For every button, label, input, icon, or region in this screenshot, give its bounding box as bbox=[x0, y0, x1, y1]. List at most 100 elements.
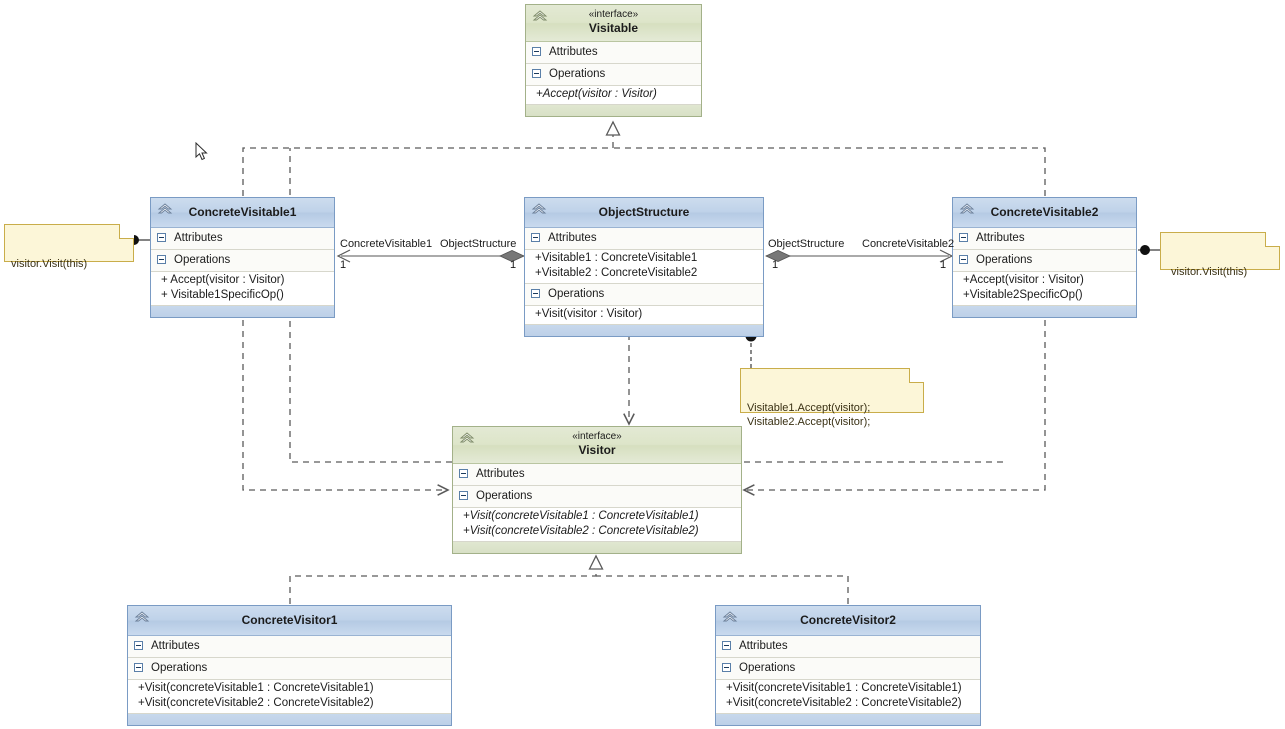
operations-list: +Visit(concreteVisitable1 : ConcreteVisi… bbox=[453, 508, 741, 542]
class-name: ObjectStructure bbox=[598, 205, 690, 219]
operation-item: +Visit(concreteVisitable1 : ConcreteVisi… bbox=[726, 682, 962, 694]
class-name: Visitor bbox=[578, 443, 616, 457]
class-footer bbox=[453, 542, 741, 553]
collapse-box-icon[interactable] bbox=[531, 233, 540, 242]
attributes-section[interactable]: Attributes bbox=[453, 464, 741, 486]
note-right[interactable]: visitor.Visit(this) bbox=[1160, 232, 1280, 278]
attributes-label: Attributes bbox=[151, 640, 200, 652]
operations-section[interactable]: Operations bbox=[128, 658, 451, 680]
class-concrete-visitable-1[interactable]: ConcreteVisitable1 Attributes Operations… bbox=[150, 197, 335, 318]
operation-item: +Visit(concreteVisitable2 : ConcreteVisi… bbox=[726, 697, 962, 709]
collapse-chevron-icon[interactable] bbox=[134, 609, 150, 625]
operations-label: Operations bbox=[476, 490, 533, 502]
note-fold-corner-icon bbox=[1265, 232, 1280, 247]
collapse-box-icon[interactable] bbox=[722, 641, 731, 650]
class-concrete-visitor-2[interactable]: ConcreteVisitor2 Attributes Operations +… bbox=[715, 605, 981, 726]
attributes-label: Attributes bbox=[476, 468, 525, 480]
collapse-box-icon[interactable] bbox=[157, 233, 166, 242]
note-left[interactable]: visitor.Visit(this) bbox=[4, 224, 134, 270]
operations-section[interactable]: Operations bbox=[526, 64, 701, 86]
class-stereotype: «interface» bbox=[588, 9, 639, 20]
assoc-left-source-label: ConcreteVisitable1 bbox=[340, 238, 433, 250]
class-name: ConcreteVisitable1 bbox=[188, 205, 297, 219]
assoc-left-target-label: ObjectStructure bbox=[440, 238, 517, 250]
mouse-cursor-icon bbox=[195, 141, 209, 162]
collapse-chevron-icon[interactable] bbox=[532, 8, 548, 24]
collapse-box-icon[interactable] bbox=[531, 289, 540, 298]
class-header: «interface» Visitable bbox=[526, 5, 701, 42]
realization-visitor2-visitor bbox=[596, 575, 849, 604]
attributes-section[interactable]: Attributes bbox=[525, 228, 763, 250]
class-visitable[interactable]: «interface» Visitable Attributes Operati… bbox=[525, 4, 702, 117]
attributes-section[interactable]: Attributes bbox=[716, 636, 980, 658]
operations-label: Operations bbox=[548, 288, 605, 300]
assoc-left-target-mult: 1 bbox=[510, 259, 517, 271]
collapse-chevron-icon[interactable] bbox=[459, 430, 475, 446]
operations-section[interactable]: Operations bbox=[525, 284, 763, 306]
class-header: ConcreteVisitable1 bbox=[151, 198, 334, 228]
dependency-cv1-visitor bbox=[242, 320, 450, 496]
operation-item: +Visit(concreteVisitable2 : ConcreteVisi… bbox=[138, 697, 374, 709]
operation-item: +Visit(visitor : Visitor) bbox=[535, 308, 643, 320]
note-text: visitor.Visit(this) bbox=[11, 258, 88, 270]
association-objectstructure-cv2 bbox=[765, 249, 954, 263]
attributes-section[interactable]: Attributes bbox=[526, 42, 701, 64]
class-visitor[interactable]: «interface» Visitor Attributes Operation… bbox=[452, 426, 742, 554]
assoc-right-target-label: ConcreteVisitable2 bbox=[862, 238, 955, 250]
operations-section[interactable]: Operations bbox=[953, 250, 1136, 272]
collapse-box-icon[interactable] bbox=[722, 663, 731, 672]
assoc-right-source-mult: 1 bbox=[772, 259, 779, 271]
operations-section[interactable]: Operations bbox=[453, 486, 741, 508]
collapse-chevron-icon[interactable] bbox=[722, 609, 738, 625]
collapse-box-icon[interactable] bbox=[959, 255, 968, 264]
attributes-list: +Visitable1 : ConcreteVisitable1 +Visita… bbox=[525, 250, 763, 284]
class-concrete-visitor-1[interactable]: ConcreteVisitor1 Attributes Operations +… bbox=[127, 605, 452, 726]
operations-label: Operations bbox=[549, 68, 606, 80]
attributes-label: Attributes bbox=[549, 46, 598, 58]
collapse-box-icon[interactable] bbox=[134, 641, 143, 650]
class-object-structure[interactable]: ObjectStructure Attributes +Visitable1 :… bbox=[524, 197, 764, 337]
class-header: ObjectStructure bbox=[525, 198, 763, 228]
attributes-section[interactable]: Attributes bbox=[128, 636, 451, 658]
collapse-box-icon[interactable] bbox=[157, 255, 166, 264]
operation-item: +Visit(concreteVisitable1 : ConcreteVisi… bbox=[138, 682, 374, 694]
collapse-chevron-icon[interactable] bbox=[531, 201, 547, 217]
class-concrete-visitable-2[interactable]: ConcreteVisitable2 Attributes Operations… bbox=[952, 197, 1137, 318]
class-name: ConcreteVisitor1 bbox=[241, 613, 338, 627]
collapse-chevron-icon[interactable] bbox=[959, 201, 975, 217]
operations-section[interactable]: Operations bbox=[716, 658, 980, 680]
collapse-box-icon[interactable] bbox=[532, 69, 541, 78]
note-fold-corner-icon bbox=[119, 224, 134, 239]
class-name: Visitable bbox=[588, 21, 639, 35]
class-name: ConcreteVisitor2 bbox=[800, 613, 896, 627]
class-footer bbox=[953, 306, 1136, 317]
attribute-item: +Visitable1 : ConcreteVisitable1 bbox=[535, 252, 698, 264]
collapse-box-icon[interactable] bbox=[134, 663, 143, 672]
note-center[interactable]: Visitable1.Accept(visitor); Visitable2.A… bbox=[740, 368, 924, 428]
operation-item: +Visitable2SpecificOp() bbox=[963, 289, 1083, 301]
collapse-box-icon[interactable] bbox=[959, 233, 968, 242]
operations-section[interactable]: Operations bbox=[151, 250, 334, 272]
attributes-label: Attributes bbox=[976, 232, 1025, 244]
operations-list: +Visit(visitor : Visitor) bbox=[525, 306, 763, 325]
class-header: ConcreteVisitable2 bbox=[953, 198, 1136, 228]
operations-label: Operations bbox=[174, 254, 231, 266]
operations-label: Operations bbox=[976, 254, 1033, 266]
attributes-section[interactable]: Attributes bbox=[953, 228, 1136, 250]
class-footer bbox=[151, 306, 334, 317]
realization-cv2-visitable bbox=[613, 147, 1046, 196]
collapse-chevron-icon[interactable] bbox=[157, 201, 173, 217]
assoc-right-target-mult: 1 bbox=[940, 259, 947, 271]
note-anchor-right bbox=[1138, 245, 1160, 255]
class-footer bbox=[526, 105, 701, 116]
collapse-box-icon[interactable] bbox=[532, 47, 541, 56]
collapse-box-icon[interactable] bbox=[459, 469, 468, 478]
note-text: Visitable1.Accept(visitor); Visitable2.A… bbox=[747, 402, 871, 428]
collapse-box-icon[interactable] bbox=[459, 491, 468, 500]
realization-cv1-visitable bbox=[242, 120, 621, 196]
operation-item: +Visit(concreteVisitable1 : ConcreteVisi… bbox=[463, 510, 699, 522]
note-text: visitor.Visit(this) bbox=[1171, 266, 1248, 278]
attribute-item: +Visitable2 : ConcreteVisitable2 bbox=[535, 267, 698, 279]
class-header: «interface» Visitor bbox=[453, 427, 741, 464]
attributes-section[interactable]: Attributes bbox=[151, 228, 334, 250]
